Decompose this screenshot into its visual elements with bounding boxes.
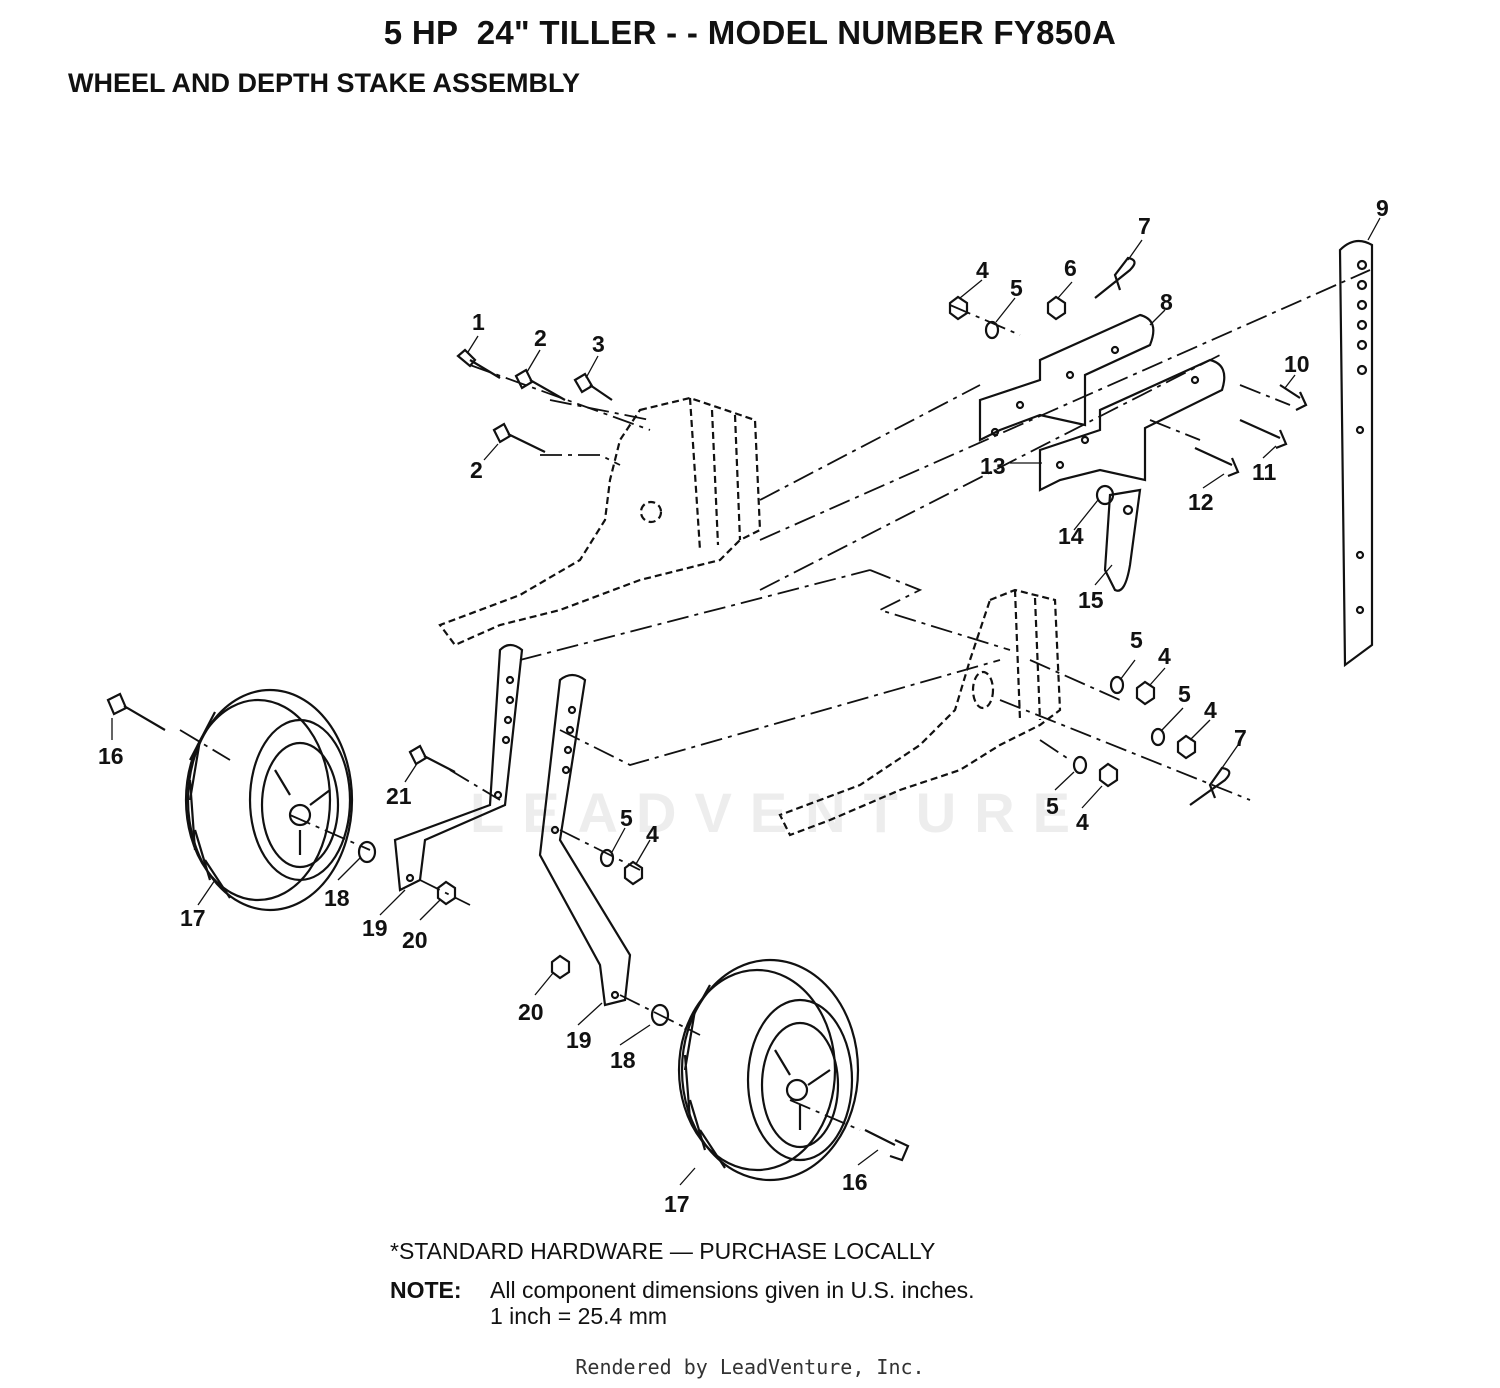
callout-4: 4	[646, 821, 659, 847]
hardware-nuts-washers	[357, 295, 1197, 1027]
right-wheel-arm	[538, 673, 632, 1007]
callout-13: 13	[980, 453, 1006, 479]
standard-hardware-note: *STANDARD HARDWARE — PURCHASE LOCALLY	[390, 1238, 936, 1264]
stake-bracket-upper	[978, 313, 1155, 442]
alignment-lines	[179, 269, 1371, 1131]
page-title: 5 HP 24" TILLER - - MODEL NUMBER FY850A	[383, 14, 1117, 51]
callout-5: 5	[620, 805, 633, 831]
callout-1: 1	[472, 309, 485, 335]
callout-2: 2	[470, 457, 483, 483]
callout-11: 11	[1252, 459, 1277, 485]
callout-4: 4	[976, 257, 989, 283]
callout-9: 9	[1376, 195, 1389, 221]
callout-3: 3	[592, 331, 605, 357]
callout-5: 5	[1178, 681, 1191, 707]
callout-18: 18	[610, 1047, 636, 1073]
callout-4: 4	[1158, 643, 1171, 669]
callout-20: 20	[402, 927, 428, 953]
callout-16: 16	[842, 1169, 868, 1195]
callout-labels: 1 2 3 2 4 5 6 7 8 9 10 11 12 13 14 15 5 …	[98, 195, 1389, 1217]
left-housing-bracket	[438, 396, 762, 647]
render-credit: Rendered by LeadVenture, Inc.	[575, 1355, 925, 1379]
callout-19: 19	[362, 915, 388, 941]
callout-2: 2	[534, 325, 547, 351]
callout-5: 5	[1130, 627, 1143, 653]
note-line-conversion: 1 inch = 25.4 mm	[490, 1303, 668, 1329]
callout-5: 5	[1010, 275, 1023, 301]
depth-stake	[1338, 239, 1374, 668]
callout-6: 6	[1064, 255, 1077, 281]
watermark-logo: LEADVENTURE	[470, 781, 1089, 844]
callout-17: 17	[664, 1191, 690, 1217]
stake-bracket-lower	[1038, 358, 1226, 492]
right-housing-bracket	[778, 588, 1062, 837]
left-wheel-arm	[393, 643, 524, 892]
callout-21: 21	[386, 783, 412, 809]
callout-17: 17	[180, 905, 206, 931]
callout-16: 16	[98, 743, 124, 769]
callout-20: 20	[518, 999, 544, 1025]
callout-18: 18	[324, 885, 350, 911]
callout-15: 15	[1078, 587, 1104, 613]
callout-8: 8	[1160, 289, 1173, 315]
note-label: NOTE:	[390, 1277, 462, 1303]
callout-4: 4	[1076, 809, 1089, 835]
stake-clip	[1103, 488, 1142, 592]
note-line-dimensions: All component dimensions given in U.S. i…	[490, 1277, 975, 1303]
callout-10: 10	[1284, 351, 1310, 377]
callout-5: 5	[1046, 793, 1059, 819]
callout-19: 19	[566, 1027, 592, 1053]
callout-7: 7	[1234, 725, 1247, 751]
callout-leaders	[111, 217, 1381, 1186]
callout-12: 12	[1188, 489, 1214, 515]
hardware-bolts	[106, 348, 1308, 1162]
left-wheel	[184, 688, 354, 912]
callout-14: 14	[1058, 523, 1084, 549]
parts-diagram: 1 2 3 2 4 5 6 7 8 9 10 11 12 13 14 15 5 …	[98, 195, 1389, 1217]
callout-7: 7	[1138, 213, 1151, 239]
assembly-subtitle: WHEEL AND DEPTH STAKE ASSEMBLY	[68, 68, 581, 98]
callout-4: 4	[1204, 697, 1217, 723]
right-wheel	[677, 958, 860, 1182]
